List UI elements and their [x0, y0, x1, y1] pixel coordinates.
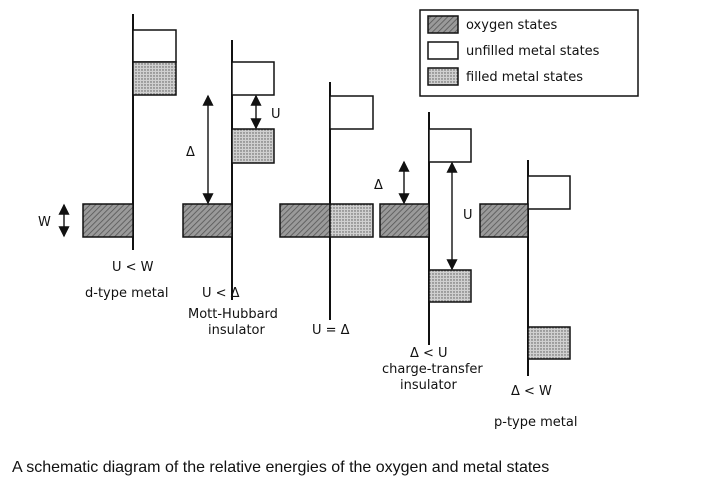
- oxygen-states: [82, 203, 134, 238]
- oxygen-states: [379, 203, 430, 238]
- oxygen-states: [479, 203, 529, 238]
- phase-name-line1: Mott-Hubbard: [188, 307, 278, 322]
- panel-charge-transfer: Δ U Δ < U charge-transfer insulator: [374, 112, 483, 393]
- filled-metal-states: [132, 61, 177, 96]
- filled-metal-states: [527, 326, 571, 360]
- unfilled-metal-states: [329, 95, 374, 130]
- condition-label: Δ < U: [410, 346, 448, 361]
- figure-caption: A schematic diagram of the relative ener…: [12, 459, 549, 476]
- u-label: U: [271, 107, 281, 122]
- phase-name-line2: insulator: [400, 378, 457, 393]
- oxygen-states: [182, 203, 233, 238]
- unfilled-metal-states: [428, 128, 472, 163]
- oxygen-states: [279, 203, 331, 238]
- phase-name: d-type metal: [85, 286, 168, 301]
- filled-metal-states: [329, 203, 374, 238]
- legend: oxygen states unfilled metal states fill…: [419, 9, 639, 97]
- delta-label: Δ: [374, 178, 383, 193]
- u-label: U: [463, 208, 473, 223]
- panel-p-type-metal: Δ < W p-type metal: [479, 160, 577, 430]
- phase-name: p-type metal: [494, 415, 577, 430]
- condition-label: Δ < W: [511, 384, 552, 399]
- panel-mott-hubbard: U Δ U < Δ Mott-Hubbard insulator: [182, 40, 281, 338]
- panel-d-type-metal: W U < W d-type metal: [38, 14, 177, 301]
- panel-u-equals-delta: U = Δ: [279, 82, 374, 338]
- phase-name-line1: charge-transfer: [382, 362, 483, 377]
- delta-label: Δ: [186, 145, 195, 160]
- filled-metal-states: [231, 128, 275, 164]
- phase-name-line2: insulator: [208, 323, 265, 338]
- legend-swatch-unfilled: [427, 41, 459, 60]
- legend-label-unfilled: unfilled metal states: [466, 44, 600, 59]
- unfilled-metal-states: [231, 61, 275, 96]
- legend-label-filled: filled metal states: [466, 70, 583, 85]
- w-label: W: [38, 215, 51, 230]
- condition-label: U < W: [112, 260, 154, 275]
- legend-label-oxygen: oxygen states: [466, 18, 557, 33]
- condition-label: U = Δ: [312, 323, 350, 338]
- unfilled-metal-states: [527, 175, 571, 210]
- filled-metal-states: [428, 269, 472, 303]
- condition-label: U < Δ: [202, 286, 240, 301]
- legend-swatch-filled: [427, 67, 459, 86]
- legend-swatch-oxygen: [427, 15, 459, 34]
- unfilled-metal-states: [132, 29, 177, 63]
